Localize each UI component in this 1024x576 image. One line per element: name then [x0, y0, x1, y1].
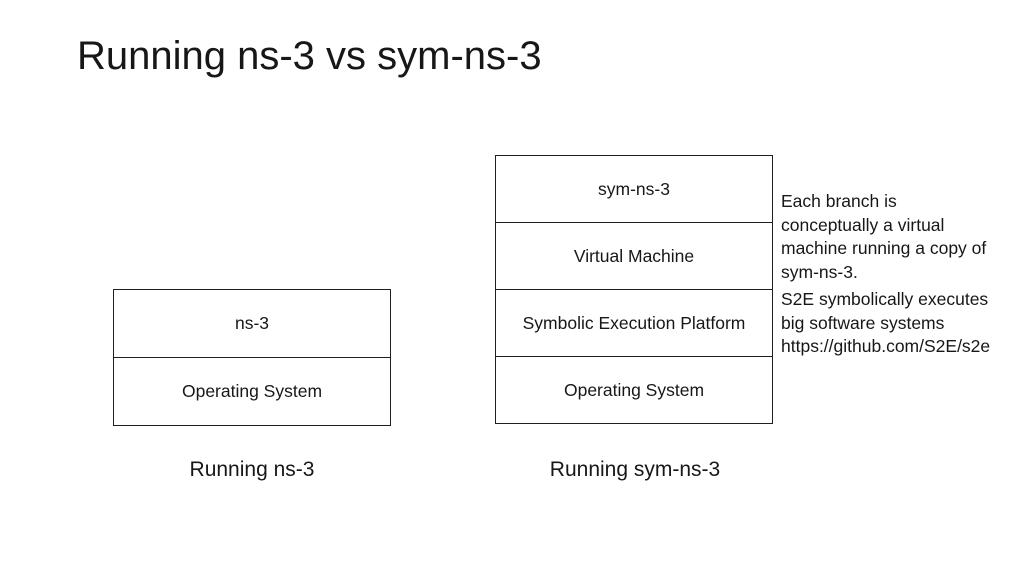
layer-sym-ns3: sym-ns-3	[496, 156, 772, 222]
annotation-line: sym-ns-3.	[781, 261, 858, 282]
caption-running-ns3: Running ns-3	[189, 458, 315, 481]
annotation-line: machine running a copy of	[781, 238, 987, 258]
layer-virtual-machine: Virtual Machine	[496, 222, 772, 289]
caption-running-sym-ns3: Running sym-ns-3	[549, 458, 721, 481]
annotation-text-block: Each branch is conceptually a virtual ma…	[781, 190, 1017, 359]
layer-virtual-machine-label: Virtual Machine	[573, 245, 695, 266]
slide-title: Running ns-3 vs sym-ns-3	[77, 34, 542, 78]
annotation-s2e-url: https://github.com/S2E/s2e	[781, 336, 991, 356]
layer-ns3-label: ns-3	[234, 312, 270, 333]
sym-ns3-stack-diagram: sym-ns-3 Virtual Machine Symbolic Execut…	[495, 155, 773, 424]
layer-operating-system-left: Operating System	[114, 356, 390, 425]
layer-ns3: ns-3	[114, 290, 390, 357]
annotation-line: S2E symbolically executes	[781, 289, 989, 309]
annotation-line: Each branch is	[781, 191, 897, 211]
layer-operating-system-right-label: Operating System	[563, 379, 705, 400]
annotation-paragraph-branch: Each branch is conceptually a virtual ma…	[781, 190, 1017, 284]
annotation-paragraph-s2e: S2E symbolically executes big software s…	[781, 288, 1017, 359]
layer-symbolic-execution-platform-label: Symbolic Execution Platform	[522, 312, 746, 333]
layer-symbolic-execution-platform: Symbolic Execution Platform	[496, 289, 772, 356]
annotation-line: big software systems	[781, 312, 945, 333]
annotation-line: conceptually a virtual	[781, 214, 945, 235]
layer-sym-ns3-label: sym-ns-3	[598, 178, 670, 199]
layer-operating-system-right: Operating System	[496, 356, 772, 423]
ns3-stack-diagram: ns-3 Operating System	[113, 289, 391, 426]
layer-operating-system-left-label: Operating System	[181, 380, 323, 401]
